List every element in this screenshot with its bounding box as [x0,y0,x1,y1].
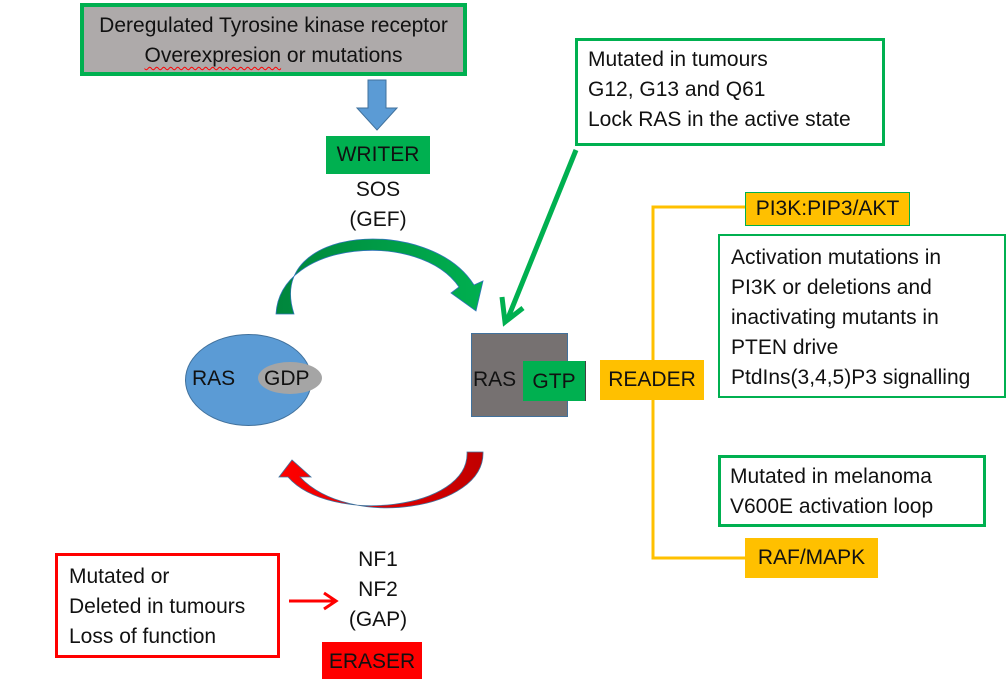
ras-inactive-label: RAS [192,367,236,390]
eraser-labels: NF1 NF2 (GAP) [326,545,430,635]
reader-badge: READER [600,360,704,400]
note-line: Deleted in tumours [69,595,246,618]
eraser-type: (GAP) [348,608,408,631]
pi3k-note: Activation mutations in PI3K or deletion… [718,234,1006,398]
gdp-oval [258,362,322,394]
note-line: Loss of function [69,625,217,648]
writer-badge: WRITER [326,136,430,174]
note-line: G12, G13 and Q61 [588,78,766,101]
note-line: PtdIns(3,4,5)P3 signalling [731,366,971,389]
receptor-line-1: Deregulated Tyrosine kinase receptor [99,14,448,37]
note-line: V600E activation loop [730,495,934,518]
writer-type: (GEF) [349,208,407,231]
writer-labels: SOS (GEF) [326,175,430,235]
note-line: Lock RAS in the active state [588,108,851,131]
raf-pathway-badge: RAF/MAPK [745,538,878,578]
receptor-line-2: Overexpresion or mutations [84,41,463,71]
note-line: Mutated in tumours [588,48,768,71]
note-line: PTEN drive [731,336,839,359]
activation-curved-arrow [275,238,484,315]
mutation-pointer-head [499,296,525,327]
note-line: PI3K or deletions and [731,276,932,299]
receptor-misspelled-word: Overexpresion [144,44,282,67]
eraser-badge: ERASER [322,642,422,679]
writer-name: SOS [355,178,401,201]
pi3k-pathway-badge: PI3K:PIP3/AKT [745,192,910,226]
eraser-pointer-head [323,591,339,611]
gdp-label: GDP [264,367,310,390]
note-line: Mutated or [69,565,170,588]
raf-note: Mutated in melanoma V600E activation loo… [718,455,986,527]
ras-mutation-note: Mutated in tumours G12, G13 and Q61 Lock… [575,38,885,146]
down-arrow-icon [355,79,399,131]
inactivation-curved-arrow [278,451,484,509]
ras-active-label: RAS [473,368,517,391]
mutation-pointer-line [505,149,579,319]
note-line: Mutated in melanoma [730,465,932,488]
receptor-box: Deregulated Tyrosine kinase receptor Ove… [80,3,467,76]
receptor-line-2-rest: or mutations [281,44,403,67]
note-line: inactivating mutants in [731,306,939,329]
eraser-mutation-note: Mutated or Deleted in tumours Loss of fu… [55,553,280,658]
eraser-name: NF1 [358,548,398,571]
gtp-badge: GTP [523,361,586,401]
note-line: Activation mutations in [731,246,942,269]
eraser-name: NF2 [358,578,398,601]
